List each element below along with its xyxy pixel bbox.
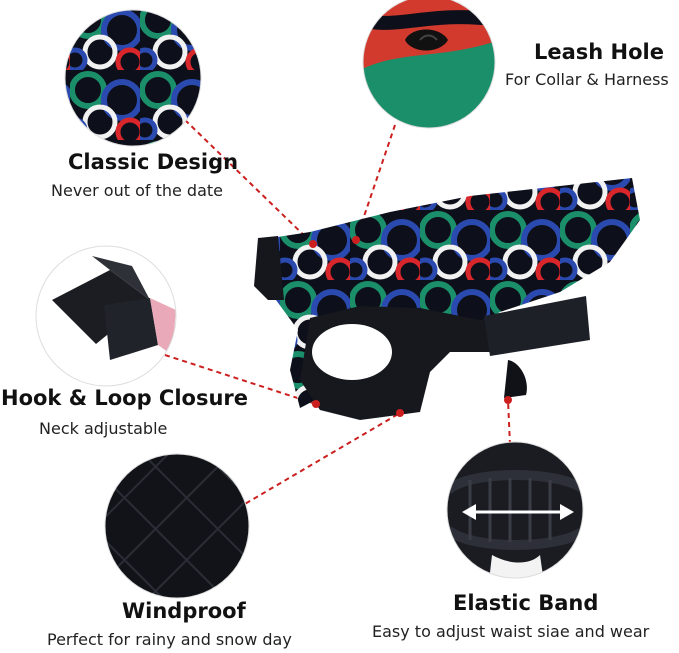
hook-loop-subtitle: Neck adjustable	[39, 419, 168, 438]
detail-circle-classic	[64, 9, 202, 147]
detail-circle-elastic	[446, 441, 584, 579]
callout-line-classic	[184, 119, 314, 245]
classic-design-title: Classic Design	[68, 150, 239, 174]
detail-circle-hook	[35, 245, 177, 387]
callout-dot-classic	[309, 240, 317, 248]
windproof-title: Windproof	[122, 599, 246, 623]
detail-circle-windproof	[104, 453, 250, 599]
stretch-arrow-right-icon	[560, 504, 574, 520]
stretch-arrow-left-icon	[462, 504, 476, 520]
leash-hole-title: Leash Hole	[534, 40, 664, 64]
callout-dot-elastic	[504, 396, 512, 404]
callout-line-windproof	[237, 412, 401, 509]
callout-dot-hook	[312, 400, 320, 408]
elastic-band-subtitle: Easy to adjust waist siae and wear	[372, 622, 650, 641]
dog-coat-image	[254, 178, 640, 420]
callout-dot-leash	[352, 236, 360, 244]
callout-line-elastic	[507, 399, 511, 446]
classic-design-subtitle: Never out of the date	[51, 181, 224, 200]
callout-dot-windproof	[396, 409, 404, 417]
hook-loop-title: Hook & Loop Closure	[1, 386, 248, 410]
elastic-band-title: Elastic Band	[453, 591, 599, 615]
callout-dots	[309, 236, 512, 417]
detail-circle-leash	[362, 0, 496, 129]
leash-hole-subtitle: For Collar & Harness	[505, 70, 669, 89]
windproof-subtitle: Perfect for rainy and snow day	[47, 630, 292, 649]
